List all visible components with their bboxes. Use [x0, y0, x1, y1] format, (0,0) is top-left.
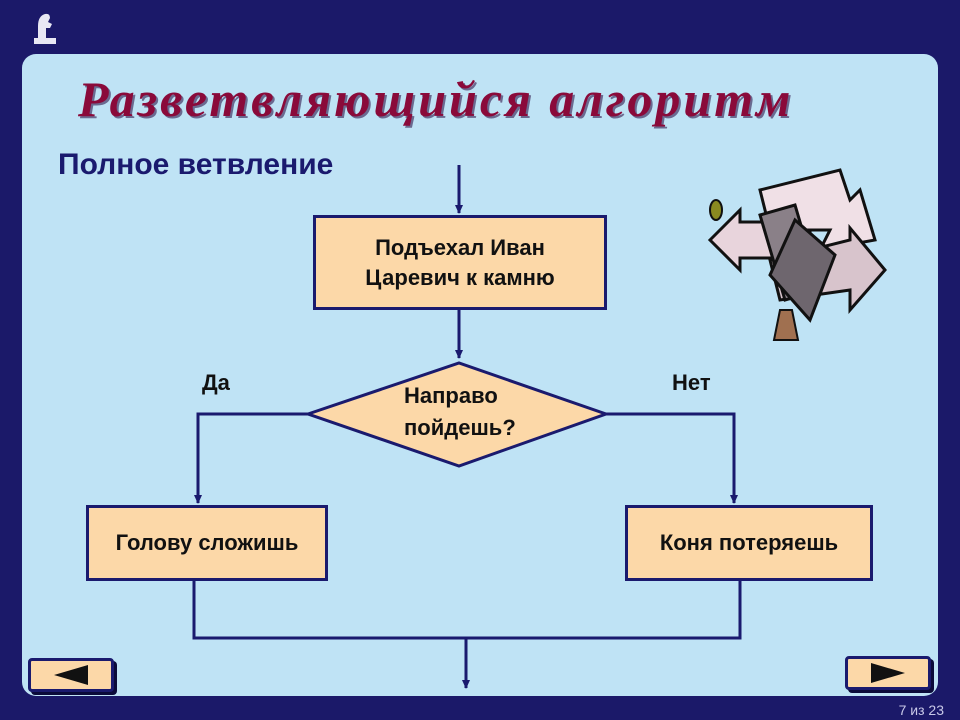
- no-label: Нет: [672, 370, 711, 395]
- crossroads-arrows-icon: [707, 168, 887, 341]
- no-outcome-box: Коня потеряешь: [625, 505, 873, 581]
- slide-title: Разветвляющийся алгоритм: [78, 71, 794, 127]
- triangle-left-icon: [54, 665, 88, 685]
- line-merge: [192, 580, 742, 640]
- start-process-text: Подъехал Иван Царевич к камню: [365, 234, 555, 290]
- page-counter: 7 из 23: [898, 702, 944, 718]
- triangle-right-icon: [871, 663, 905, 683]
- no-outcome-text: Коня потеряешь: [659, 530, 839, 555]
- line-no-branch: [606, 412, 738, 504]
- start-process-box: Подъехал Иван Царевич к камню: [313, 215, 607, 310]
- yes-label: Да: [202, 370, 230, 395]
- decision-diamond: [303, 361, 611, 468]
- slide-subtitle: Полное ветвление: [58, 148, 334, 181]
- presentation-logo-icon: [34, 13, 56, 44]
- decision-text: Направо пойдешь?: [404, 383, 516, 440]
- next-slide-button[interactable]: [845, 656, 931, 690]
- previous-slide-button[interactable]: [28, 658, 114, 692]
- line-yes-branch: [194, 412, 308, 504]
- yes-outcome-text: Голову сложишь: [115, 530, 299, 555]
- yes-outcome-box: Голову сложишь: [86, 505, 328, 581]
